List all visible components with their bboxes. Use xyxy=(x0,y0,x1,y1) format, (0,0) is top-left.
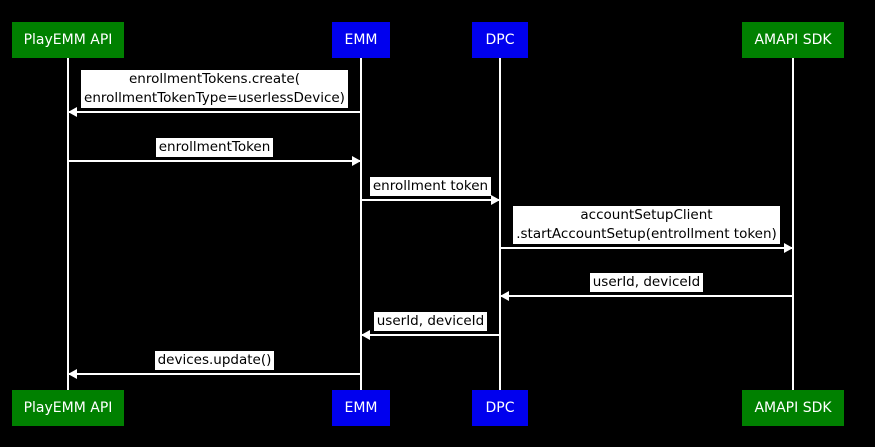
arrow-m7 xyxy=(68,373,361,375)
participant-label: DPC xyxy=(485,400,515,416)
participant-dpc-bottom[interactable]: DPC xyxy=(472,390,528,426)
arrow-m6 xyxy=(361,334,500,336)
participant-dpc-top[interactable]: DPC xyxy=(472,22,528,58)
participant-label: DPC xyxy=(485,32,515,48)
participant-amapi-bottom[interactable]: AMAPI SDK xyxy=(742,390,844,426)
lifeline-emm xyxy=(360,58,362,390)
message-label-m5: userId, deviceId xyxy=(589,273,704,292)
message-label-m3: enrollment token xyxy=(369,177,492,196)
arrowhead-m1 xyxy=(68,107,77,117)
message-line: enrollment token xyxy=(372,178,489,194)
participant-label: AMAPI SDK xyxy=(754,400,832,416)
arrowhead-m4 xyxy=(784,243,793,253)
arrowhead-m3 xyxy=(491,195,500,205)
arrowhead-m6 xyxy=(361,330,370,340)
message-line: accountSetupClient xyxy=(580,207,713,223)
participant-emm-top[interactable]: EMM xyxy=(332,22,390,58)
arrow-m5 xyxy=(500,295,793,297)
message-line: devices.update() xyxy=(157,352,272,368)
arrow-m1 xyxy=(68,111,361,113)
message-line: enrollmentToken xyxy=(158,139,271,155)
message-line: userId, deviceId xyxy=(376,313,485,329)
message-label-m7: devices.update() xyxy=(154,351,275,370)
message-label-m1: enrollmentTokens.create( enrollmentTokenT… xyxy=(81,70,348,108)
arrowhead-m2 xyxy=(352,156,361,166)
lifeline-amapi xyxy=(792,58,794,390)
message-label-m4: accountSetupClient .startAccountSetup(ent… xyxy=(513,206,780,244)
participant-amapi-top[interactable]: AMAPI SDK xyxy=(742,22,844,58)
message-label-m6: userId, deviceId xyxy=(373,312,488,331)
participant-playemm-top[interactable]: PlayEMM API xyxy=(11,22,125,58)
message-line: userId, deviceId xyxy=(592,274,701,290)
participant-playemm-bottom[interactable]: PlayEMM API xyxy=(11,390,125,426)
arrow-m4 xyxy=(500,247,793,249)
message-label-m2: enrollmentToken xyxy=(155,138,274,157)
participant-emm-bottom[interactable]: EMM xyxy=(332,390,390,426)
participant-label: EMM xyxy=(344,400,378,416)
lifeline-playemm xyxy=(67,58,69,390)
message-line: enrollmentTokens.create( xyxy=(128,71,301,87)
arrow-m3 xyxy=(361,199,500,201)
lifeline-dpc xyxy=(499,58,501,390)
arrowhead-m5 xyxy=(500,291,509,301)
arrowhead-m7 xyxy=(68,369,77,379)
message-line: enrollmentTokenType=userlessDevice) xyxy=(84,90,345,106)
arrow-m2 xyxy=(68,160,361,162)
participant-label: PlayEMM API xyxy=(23,32,113,48)
participant-label: EMM xyxy=(344,32,378,48)
participant-label: AMAPI SDK xyxy=(754,32,832,48)
participant-label: PlayEMM API xyxy=(23,400,113,416)
message-line: .startAccountSetup(entrollment token) xyxy=(516,226,777,242)
